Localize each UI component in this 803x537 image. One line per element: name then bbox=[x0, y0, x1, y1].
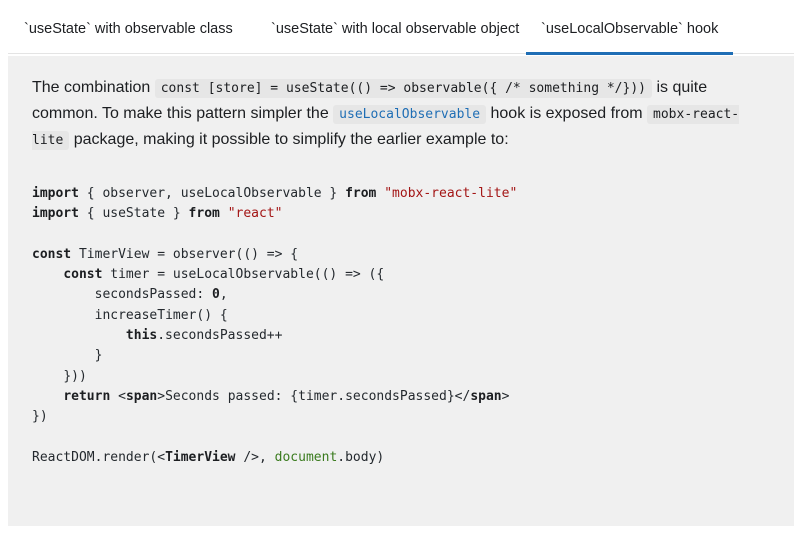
code-block: import { observer, useLocalObservable } … bbox=[32, 184, 517, 468]
code-text: { useState } bbox=[78, 206, 189, 222]
code-keyword: import bbox=[32, 186, 79, 201]
code-text: secondsPassed: bbox=[94, 287, 213, 303]
code-global: document bbox=[274, 449, 338, 465]
code-string: "react" bbox=[227, 206, 283, 222]
intro-text-3: hook is exposed from bbox=[486, 105, 648, 122]
code-text: ReactDOM.render(< bbox=[32, 449, 166, 465]
code-text: , bbox=[219, 287, 228, 303]
code-keyword: from bbox=[345, 186, 377, 201]
code-text: } bbox=[94, 348, 103, 364]
code-text: < bbox=[110, 388, 126, 404]
code-number: 0 bbox=[212, 287, 220, 303]
intro-text-1: The combination bbox=[32, 79, 155, 96]
tab-usestate-observable-class[interactable]: `useState` with observable class bbox=[24, 21, 233, 37]
code-tag: span bbox=[125, 388, 158, 404]
code-tag: TimerView bbox=[165, 449, 236, 465]
code-keyword: import bbox=[32, 206, 79, 222]
code-text: TimerView = observer(() => { bbox=[71, 246, 299, 262]
code-tag: span bbox=[470, 388, 502, 404]
code-text: >Seconds passed: {timer.secondsPassed}</ bbox=[157, 388, 471, 404]
code-text: }) bbox=[32, 409, 48, 425]
inline-code-combination: const [store] = useState(() => observabl… bbox=[154, 79, 652, 98]
code-text: })) bbox=[63, 368, 87, 384]
code-text: > bbox=[501, 388, 510, 404]
code-text: .body) bbox=[337, 449, 385, 465]
code-keyword: const bbox=[63, 267, 103, 283]
tab-panel: The combination const [store] = useState… bbox=[8, 56, 794, 526]
code-text: increaseTimer() { bbox=[94, 307, 228, 323]
tab-usestate-local-observable-object[interactable]: `useState` with local observable object bbox=[271, 21, 520, 37]
intro-text-4: package, making it possible to simplify … bbox=[69, 131, 509, 148]
intro-paragraph: The combination const [store] = useState… bbox=[32, 75, 752, 153]
code-keyword: const bbox=[32, 246, 72, 262]
code-keyword: from bbox=[188, 206, 220, 222]
inline-code-uselocalobservable[interactable]: useLocalObservable bbox=[333, 105, 487, 124]
code-keyword: this bbox=[125, 328, 158, 344]
code-keyword: return bbox=[63, 388, 111, 404]
tab-bar: `useState` with observable class `useSta… bbox=[8, 8, 794, 55]
code-text: timer = useLocalObservable(() => ({ bbox=[102, 267, 385, 283]
code-string: "mobx-react-lite" bbox=[384, 186, 518, 201]
code-text: { observer, useLocalObservable } bbox=[78, 186, 346, 201]
code-text: />, bbox=[235, 449, 275, 465]
intro-text-2: is quite common. To make this pattern si… bbox=[32, 79, 708, 122]
tab-uselocalobservable-hook[interactable]: `useLocalObservable` hook bbox=[526, 8, 734, 55]
code-text: .secondsPassed++ bbox=[157, 328, 283, 344]
